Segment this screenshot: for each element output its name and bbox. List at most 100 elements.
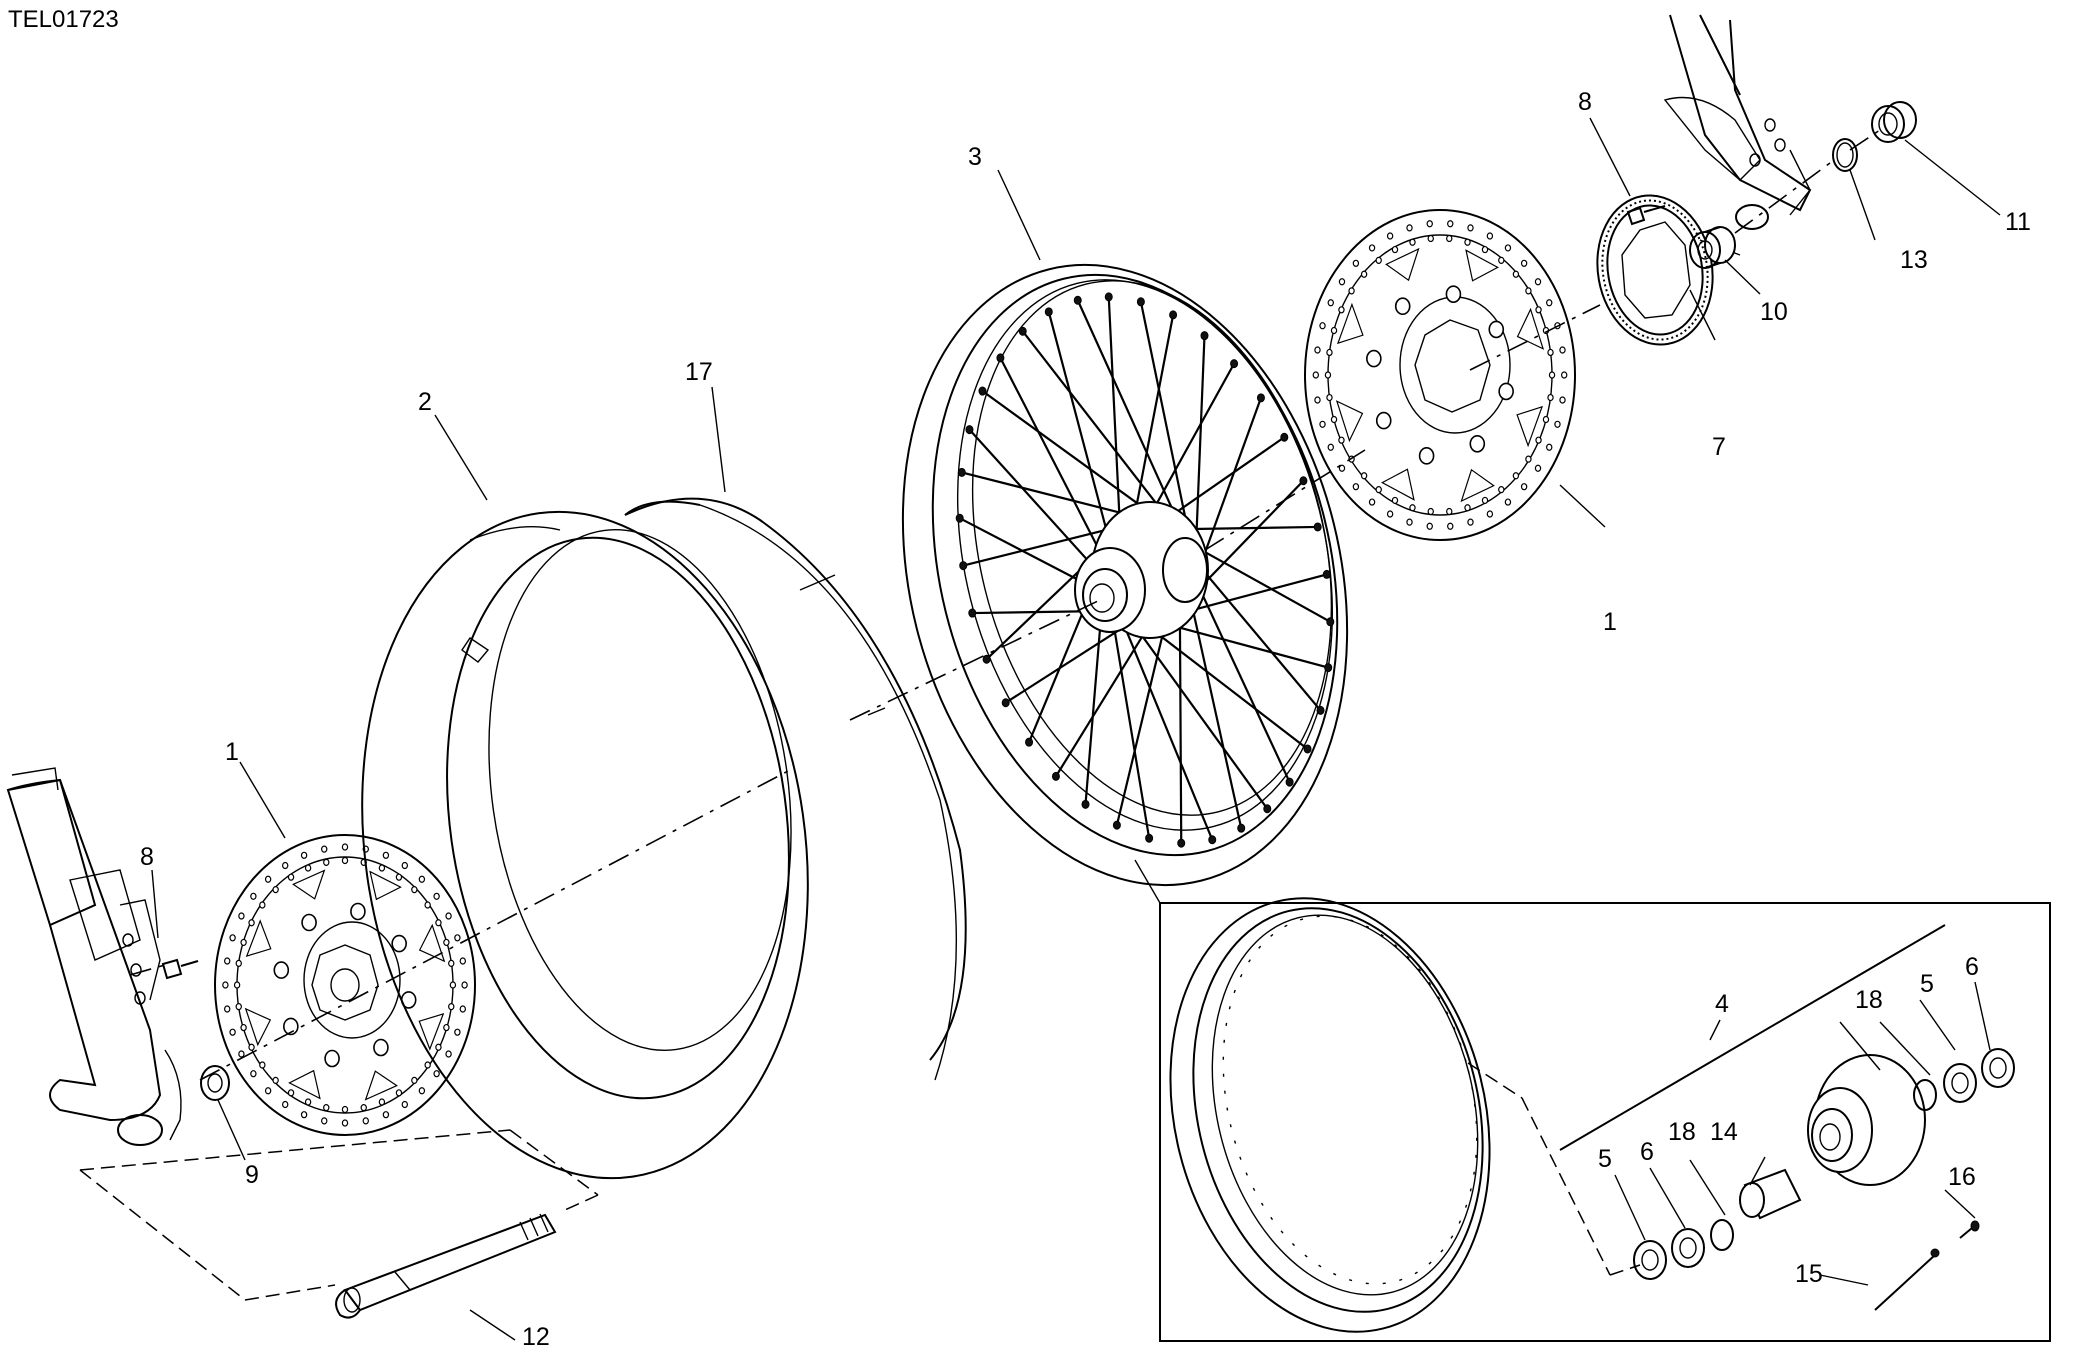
drill-hole (1386, 232, 1394, 240)
drill-hole (1324, 371, 1332, 379)
carrier-cutout (369, 870, 402, 901)
spoke-nipple (1280, 432, 1289, 442)
spoke-nipple (1230, 359, 1239, 369)
spoke-nipple (965, 425, 974, 435)
spoke-nipple (1303, 744, 1312, 754)
spoke (1076, 299, 1187, 539)
callout-12: 12 (522, 1323, 550, 1349)
callout-6-bottom: 6 (1640, 1138, 1654, 1166)
spacer-10 (1689, 226, 1736, 269)
drill-hole (1464, 504, 1471, 512)
spoke-nipple (1081, 799, 1090, 809)
spoke-nipple (1073, 295, 1082, 305)
spoke (1115, 618, 1168, 826)
drill-hole (264, 1087, 272, 1095)
callout-14: 14 (1710, 1118, 1738, 1146)
drill-hole (259, 1061, 266, 1069)
carrier-cutout (364, 1070, 398, 1101)
spoke-nipple (1177, 838, 1186, 848)
float-button (301, 913, 317, 932)
spoke-nipple (968, 608, 977, 618)
callout-13: 13 (1900, 246, 1928, 274)
inset-bearings-top (1913, 1048, 2015, 1111)
drill-hole (411, 1076, 418, 1084)
drill-hole (1447, 522, 1454, 530)
spoke (1125, 613, 1269, 810)
spoke-nipple (978, 386, 987, 396)
spoke (1047, 311, 1112, 546)
drill-hole (1327, 299, 1334, 307)
drill-hole (454, 934, 461, 942)
spoke (1163, 436, 1285, 522)
drill-hole (272, 1076, 279, 1084)
spoke-nipple (959, 561, 968, 571)
float-button (1375, 411, 1392, 430)
drill-hole (1338, 306, 1345, 314)
drill-hole (1512, 270, 1520, 278)
drill-hole (1348, 287, 1355, 295)
drill-hole (424, 1061, 431, 1069)
callout-16: 16 (1948, 1163, 1976, 1191)
drill-hole (323, 858, 330, 866)
callout-1-left: 1 (225, 738, 239, 766)
drill-hole (1481, 245, 1489, 254)
drill-hole (1546, 299, 1553, 307)
drill-hole (1326, 348, 1333, 357)
screw-8-right (1626, 205, 1666, 226)
carrier-cutout (418, 923, 446, 963)
carrier-cutout (1516, 307, 1545, 350)
drill-hole (300, 851, 308, 859)
spoke-nipple (1263, 804, 1272, 814)
drill-hole (362, 1117, 369, 1125)
drill-hole (418, 1087, 426, 1095)
drill-hole (287, 873, 295, 881)
spoke (1005, 618, 1137, 704)
drill-hole (1559, 346, 1566, 354)
drill-hole (449, 981, 457, 989)
spoke-nipple (1200, 331, 1209, 341)
drill-hole (401, 1100, 408, 1109)
screw-8-left (161, 958, 199, 980)
drill-hole (401, 861, 408, 870)
distance-sleeve (1739, 1168, 1802, 1220)
drill-hole (378, 1098, 386, 1106)
spoke (1107, 296, 1122, 532)
brake-disc-left (214, 834, 476, 1136)
drill-hole (323, 1104, 330, 1112)
drill-hole (1520, 483, 1528, 491)
callout-4: 4 (1715, 990, 1729, 1018)
drill-hole (1534, 464, 1542, 472)
drill-hole (304, 864, 312, 872)
float-button (1366, 349, 1382, 368)
drill-hole (1512, 472, 1520, 480)
drill-hole (433, 892, 440, 900)
carrier-cutout (1381, 468, 1415, 501)
spoke (1132, 314, 1175, 522)
float-button (373, 1038, 389, 1057)
drill-hole (382, 851, 390, 859)
drill-hole (1338, 278, 1346, 286)
detail-inset-box (1159, 902, 2051, 1342)
callout-9: 9 (245, 1161, 259, 1189)
brake-disc-left-holes (222, 843, 468, 1127)
spoke-nipple (1112, 820, 1121, 830)
drill-hole (360, 1104, 367, 1112)
drill-hole (433, 1070, 440, 1078)
drill-hole (229, 1028, 236, 1036)
drill-hole (1525, 455, 1532, 463)
carrier-cutout (418, 1013, 445, 1051)
drill-hole (1368, 244, 1376, 252)
drill-hole (1486, 510, 1494, 518)
spoke (962, 523, 1129, 567)
drill-hole (224, 1005, 231, 1013)
spoke-nipple (1237, 823, 1246, 833)
drill-hole (1338, 436, 1345, 444)
drill-hole (300, 1111, 308, 1119)
rim-band (624, 497, 967, 1081)
abs-tone-wheel (1596, 194, 1714, 346)
float-button (350, 902, 366, 921)
drill-hole (1486, 232, 1494, 240)
spoke-nipple (955, 513, 964, 523)
spoke-nipple (1001, 698, 1010, 708)
right-fork-leg (1663, 14, 1812, 256)
